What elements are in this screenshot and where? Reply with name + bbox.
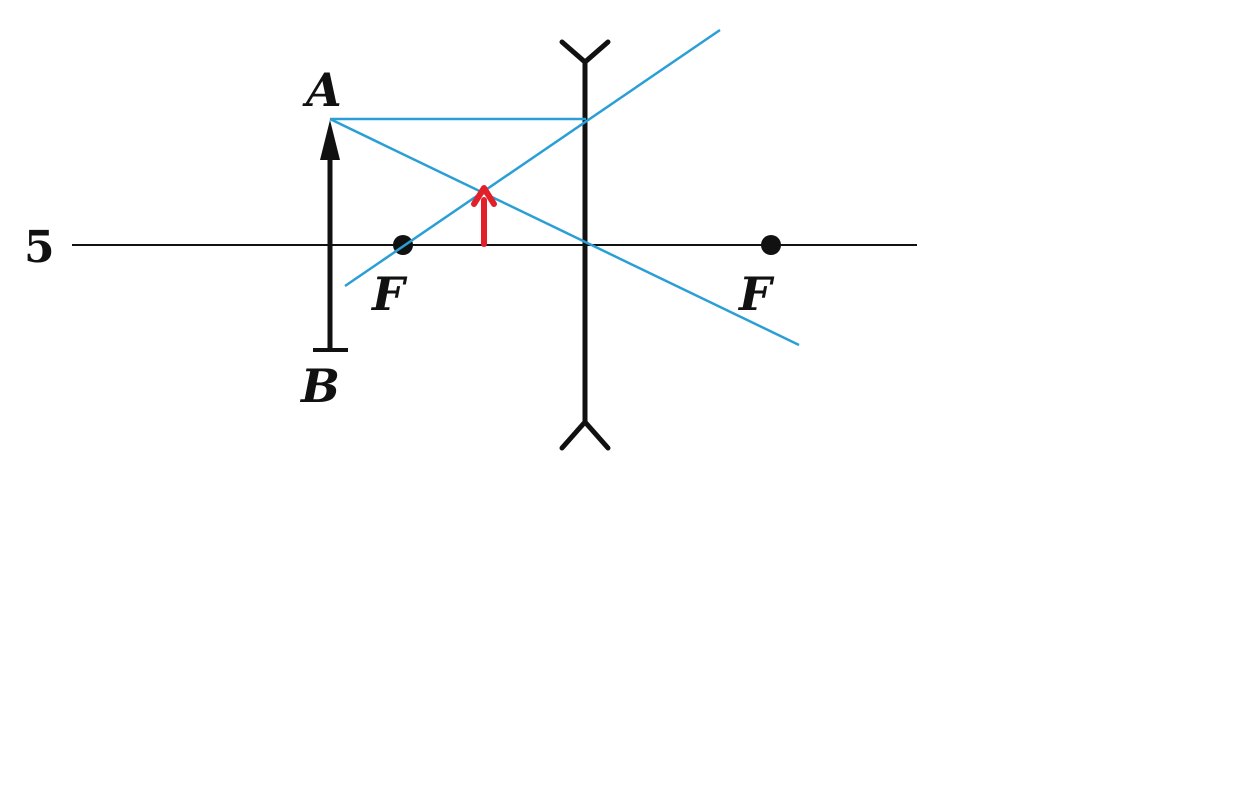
focus-point-right xyxy=(761,235,781,255)
ray-through-center xyxy=(329,117,800,347)
problem-number: 5 xyxy=(24,222,55,273)
rays xyxy=(329,28,800,347)
object-arrow xyxy=(313,120,348,352)
image-arrow xyxy=(471,185,497,247)
label-focus-right: F xyxy=(737,267,775,321)
label-b: B xyxy=(299,359,340,413)
label-a: A xyxy=(302,63,342,117)
ray-refracted-extension xyxy=(344,28,721,288)
label-focus-left: F xyxy=(370,267,408,321)
